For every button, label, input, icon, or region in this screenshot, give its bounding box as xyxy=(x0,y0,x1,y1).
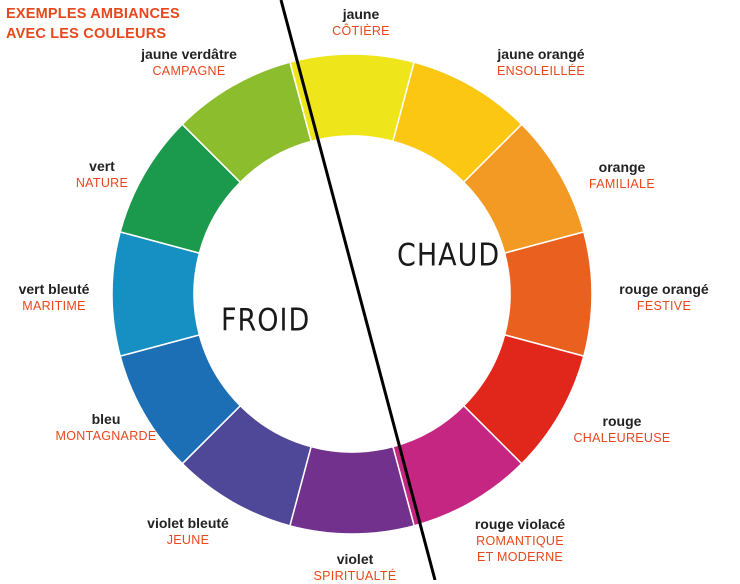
segment-name: violet xyxy=(336,551,374,567)
segment-name: vert xyxy=(89,158,115,174)
page-title-line1: EXEMPLES AMBIANCES xyxy=(6,6,180,22)
segment-label-vert-bleute: vert bleuté MARITIME xyxy=(4,280,104,314)
page-title-line2: AVEC LES COULEURS xyxy=(6,26,167,42)
zone-label-cold: FROID xyxy=(221,302,311,339)
segment-label-rouge-violace: rouge violacé ROMANTIQUE ET MODERNE xyxy=(453,515,587,565)
segment-label-violet: violet SPIRITUALTÉ xyxy=(306,550,404,584)
segment-mood: FESTIVE xyxy=(636,299,692,313)
segment-label-bleu: bleu MONTAGNARDE xyxy=(48,410,164,444)
segment-name: jaune orangé xyxy=(497,46,585,62)
segment-name: bleu xyxy=(91,411,121,427)
segment-mood: MARITIME xyxy=(22,299,86,313)
segment-label-orange: orange FAMILIALE xyxy=(576,158,668,192)
cold-warm-divider-line xyxy=(279,0,437,580)
segment-mood: JEUNE xyxy=(166,533,210,547)
segment-mood: NATURE xyxy=(75,176,129,190)
segment-name: rouge xyxy=(602,413,642,429)
segment-label-jaune: jaune CÔTIÈRE xyxy=(320,5,402,39)
segment-name: rouge violacé xyxy=(474,516,566,532)
segment-mood: ROMANTIQUE xyxy=(476,534,564,548)
color-wheel xyxy=(111,53,593,535)
segment-name: rouge orangé xyxy=(619,281,709,297)
segment-label-rouge-orange: rouge orangé FESTIVE xyxy=(601,280,727,314)
segment-mood: FAMILIALE xyxy=(589,177,655,191)
segment-mood: SPIRITUALTÉ xyxy=(313,569,397,583)
segment-label-vert: vert NATURE xyxy=(64,157,140,191)
segment-name: violet bleuté xyxy=(147,515,229,531)
segment-label-jaune-verdatre: jaune verdâtre CAMPAGNE xyxy=(126,45,252,79)
segment-label-rouge: rouge CHALEUREUSE xyxy=(566,412,678,446)
wheel-segment-violet xyxy=(288,445,416,535)
segment-name: vert bleuté xyxy=(18,281,90,297)
segment-name: orange xyxy=(598,159,646,175)
segment-name: jaune verdâtre xyxy=(141,46,237,62)
segment-mood: MONTAGNARDE xyxy=(55,429,157,443)
zone-label-warm: CHAUD xyxy=(397,237,501,274)
segment-mood: CAMPAGNE xyxy=(152,64,226,78)
wheel-segment-jaune-verdatre xyxy=(181,61,313,184)
wheel-segment-jaune xyxy=(288,53,416,143)
segment-label-violet-bleute: violet bleuté JEUNE xyxy=(126,514,250,548)
segment-label-jaune-orange: jaune orangé ENSOLEILLÉE xyxy=(473,45,609,79)
segment-mood: CHALEUREUSE xyxy=(573,431,671,445)
wheel-segment-rouge-orange xyxy=(503,230,593,358)
segment-mood: ET MODERNE xyxy=(476,550,564,564)
wheel-segment-vert-bleute xyxy=(111,230,201,358)
segment-mood: CÔTIÈRE xyxy=(332,24,390,38)
segment-mood: ENSOLEILLÉE xyxy=(496,64,586,78)
page-title: EXEMPLES AMBIANCES AVEC LES COULEURS xyxy=(6,4,180,44)
segment-name: jaune xyxy=(342,6,380,22)
